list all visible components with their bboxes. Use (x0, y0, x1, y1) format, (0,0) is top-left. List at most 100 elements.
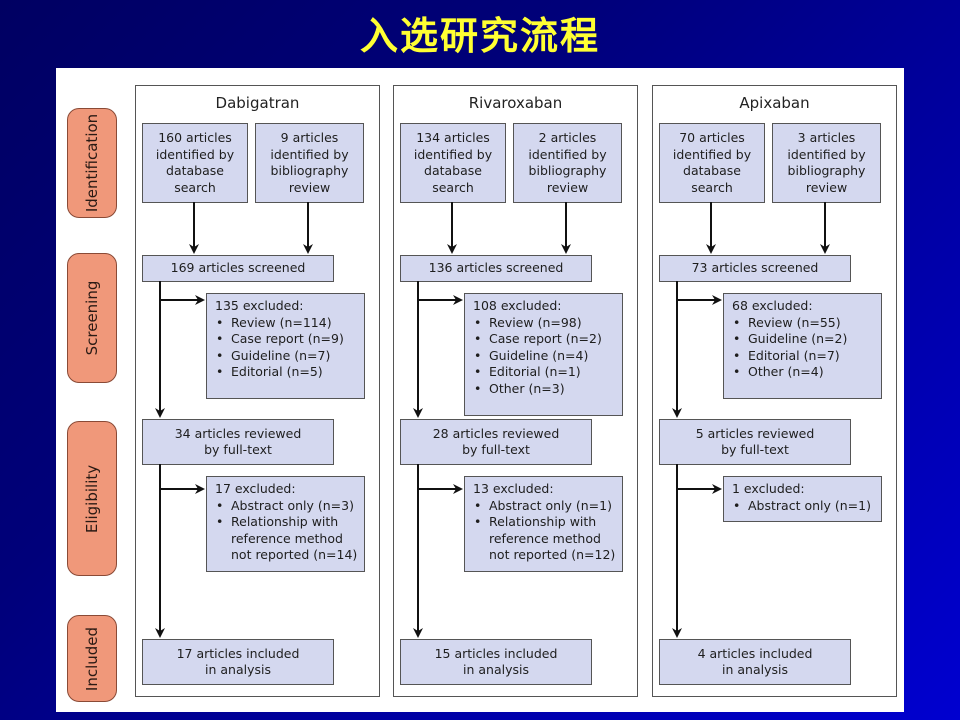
box-line: 9 articles (280, 130, 339, 145)
stage-label: Screening (83, 280, 101, 356)
excluded-reason: Case report (n=2) (473, 331, 616, 348)
box-line: 28 articles reviewed (432, 425, 560, 441)
excluded-header: 108 excluded: (473, 298, 562, 313)
screened-box: 73 articles screened (659, 255, 851, 282)
box-line: bibliography (787, 163, 866, 178)
stage-included: Included (67, 615, 117, 702)
box-line: identified by (672, 146, 752, 162)
box-line: 160 articles (158, 130, 232, 145)
stage-eligibility: Eligibility (67, 421, 117, 576)
box-line: 70 articles (679, 130, 745, 145)
box-line: bibliography (528, 163, 607, 178)
box-line: in analysis (722, 662, 788, 677)
box-line: 3 articles (797, 130, 856, 145)
excluded-reasons: Review (n=114)Case report (n=9)Guideline… (215, 315, 358, 381)
stage-label: Eligibility (83, 464, 101, 533)
excluded-reason: Guideline (n=7) (215, 348, 358, 365)
box-line: 34 articles reviewed (174, 425, 302, 441)
box-line: identified by (270, 146, 349, 162)
box-text: 169 articles screened (170, 260, 306, 276)
box-line: search (432, 179, 474, 195)
excluded-reasons: Abstract only (n=1) (732, 498, 875, 515)
prisma-flow-diagram: Identification Screening Eligibility Inc… (56, 68, 904, 712)
excluded-reason: Abstract only (n=3) (215, 498, 358, 515)
box-line: 134 articles (416, 130, 490, 145)
screening-excluded-box: 68 excluded: Review (n=55)Guideline (n=2)… (723, 293, 882, 399)
slide-title: 入选研究流程 (359, 14, 600, 58)
box-line: 2 articles (538, 130, 597, 145)
box-line: by full-text (462, 442, 530, 457)
box-line: search (691, 179, 733, 195)
excluded-reason: Editorial (n=7) (732, 348, 875, 365)
screening-excluded-box: 108 excluded: Review (n=98)Case report (n… (464, 293, 623, 416)
stage-label: Included (83, 626, 101, 691)
excluded-reason: Editorial (n=5) (215, 364, 358, 381)
excluded-reason: Review (n=55) (732, 315, 875, 332)
box-text: 136 articles screened (428, 260, 564, 276)
excluded-header: 1 excluded: (732, 481, 805, 496)
box-line: by full-text (721, 442, 789, 457)
screened-box: 169 articles screened (142, 255, 334, 282)
eligibility-excluded-box: 17 excluded:Abstract only (n=3)Relations… (206, 476, 365, 572)
excluded-reason: Abstract only (n=1) (473, 498, 616, 515)
box-line: database (424, 163, 482, 178)
excluded-reasons: Review (n=55)Guideline (n=2)Editorial (n… (732, 315, 875, 381)
excluded-header: 135 excluded: (215, 298, 304, 313)
excluded-reason: Abstract only (n=1) (732, 498, 875, 515)
stage-identification: Identification (67, 108, 117, 218)
box-line: 5 articles reviewed (695, 425, 815, 441)
screened-box: 136 articles screened (400, 255, 592, 282)
eligibility-excluded-box: 1 excluded: Abstract only (n=1) (723, 476, 882, 522)
excluded-header: 68 excluded: (732, 298, 813, 313)
excluded-reason: Other (n=4) (732, 364, 875, 381)
box-line: 17 articles included (176, 645, 300, 661)
excluded-reasons: Review (n=98)Case report (n=2)Guideline … (473, 315, 616, 398)
box-line: review (288, 179, 331, 195)
box-line: identified by (155, 146, 235, 162)
eligibility-excluded-box: 13 excluded: Abstract only (n=1)Relations… (464, 476, 623, 572)
box-line: 4 articles included (697, 645, 813, 661)
excluded-reason: Review (n=114) (215, 315, 358, 332)
box-line: identified by (413, 146, 493, 162)
excluded-header: 13 excluded: (473, 481, 554, 496)
stage-label: Identification (83, 113, 101, 213)
box-line: in analysis (463, 662, 529, 677)
screening-excluded-box: 135 excluded: Review (n=114)Case report (… (206, 293, 365, 399)
excluded-reason: Guideline (n=2) (732, 331, 875, 348)
excluded-reason: Case report (n=9) (215, 331, 358, 348)
panel-title: Apixaban (739, 94, 810, 112)
panel-title: Dabigatran (215, 94, 300, 112)
box-line: search (174, 179, 216, 195)
excluded-reason: Relationship with reference method not r… (473, 514, 616, 564)
panel-title: Rivaroxaban (468, 94, 563, 112)
excluded-reason: Guideline (n=4) (473, 348, 616, 365)
box-line: identified by (528, 146, 607, 162)
box-line: database (166, 163, 224, 178)
box-line: 15 articles included (434, 645, 558, 661)
excluded-reason: Editorial (n=1) (473, 364, 616, 381)
excluded-reasons: Abstract only (n=3)Relationship with ref… (215, 498, 358, 564)
box-text: 73 articles screened (691, 260, 819, 276)
box-line: in analysis (205, 662, 271, 677)
box-line: by full-text (204, 442, 272, 457)
box-line: review (546, 179, 589, 195)
box-line: review (805, 179, 848, 195)
excluded-reason: Other (n=3) (473, 381, 616, 398)
box-line: bibliography (270, 163, 349, 178)
excluded-reason: Review (n=98) (473, 315, 616, 332)
box-line: database (683, 163, 741, 178)
